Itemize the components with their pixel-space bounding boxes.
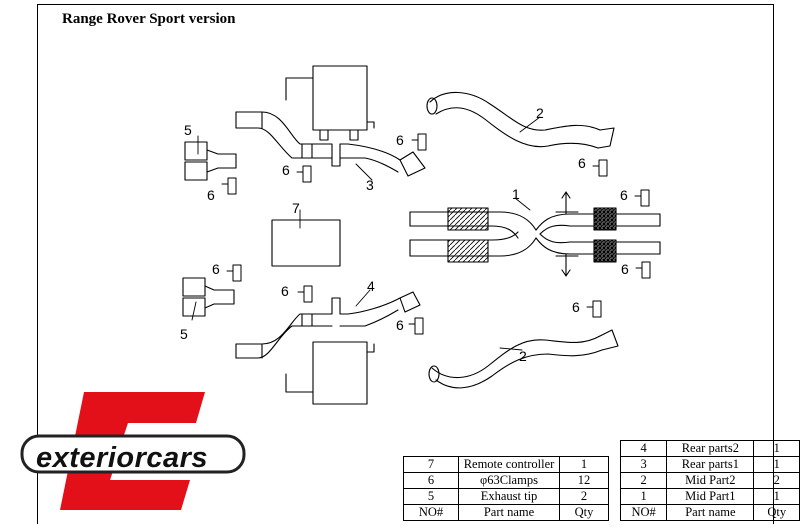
bom-part-name: Rear parts2 [666,440,755,457]
exteriorcars-logo: E [20,0,246,510]
clamp-icon [226,264,242,282]
clamp-icon [296,165,312,183]
table-header-row: NO# Part name Qty [403,504,609,521]
exhaust-tip-lower [182,277,235,317]
bom-header-no: NO# [619,504,668,521]
rear-parts1-assembly [235,65,426,177]
mid-part2-lower [428,329,619,389]
bom-header-no: NO# [403,504,459,521]
callout-7: 7 [292,200,300,216]
logo-letter-mark-text: E [140,0,141,1]
bom-no: 4 [619,440,668,457]
callout-2-lower: 2 [519,348,527,364]
bom-no: 2 [619,472,668,489]
callout-2-upper: 2 [536,105,544,121]
muffler-box-lower [312,341,368,405]
table-header-row: NO# Part name Qty [619,504,800,521]
bom-table-right: 4 Rear parts2 1 3 Rear parts1 1 2 Mid Pa… [619,440,800,521]
callout-numbers: 1 2 2 3 4 5 5 6 6 6 6 6 6 6 6 6 6 7 [180,105,629,364]
mid-part2-upper [426,91,615,149]
clamp-icon [586,300,602,318]
callout-6: 6 [572,299,580,315]
bom-header-name: Part name [458,504,560,521]
callout-5-upper: 5 [184,122,192,138]
callout-6: 6 [212,261,220,277]
callout-1: 1 [512,186,520,202]
bom-header-qty: Qty [559,504,609,521]
mid-part1-assembly [409,191,661,277]
callout-5-lower: 5 [180,326,188,342]
bom-part-name: φ63Clamps [458,472,560,489]
logo-wordmark: exteriorcars [36,442,209,474]
rear-parts2-assembly [235,291,421,405]
callout-3: 3 [366,177,374,193]
bom-qty: 1 [753,456,800,473]
clamp-icon [635,261,651,279]
logo-badge [20,434,246,474]
bom-qty: 2 [753,472,800,489]
bom-header-name: Part name [666,504,755,521]
clamp-icon [221,177,237,195]
bom-qty: 12 [559,472,609,489]
bom-no: 5 [403,488,459,505]
bom-header-qty: Qty [753,504,800,521]
table-row: 2 Mid Part2 2 [619,472,800,489]
callout-6: 6 [282,162,290,178]
bom-no: 3 [619,456,668,473]
bom-table-left: 7 Remote controller 1 6 φ63Clamps 12 5 E… [403,456,609,521]
bom-no: 7 [403,456,459,473]
muffler-box-upper [312,65,368,131]
page-title: Range Rover Sport version [62,11,236,27]
table-row: 1 Mid Part1 1 [619,488,800,505]
callout-4: 4 [367,278,375,294]
exhaust-tip-upper [184,141,237,181]
callout-6: 6 [621,261,629,277]
callout-6: 6 [396,317,404,333]
bom-qty: 2 [559,488,609,505]
clamp-icon [411,133,427,151]
table-row: 3 Rear parts1 1 [619,456,800,473]
clamp-icons [221,133,651,335]
drawing-frame [37,4,774,524]
clamp-icon [634,189,650,207]
bom-no: 6 [403,472,459,489]
bom-part-name: Exhaust tip [458,488,560,505]
callout-6: 6 [207,187,215,203]
callout-6: 6 [620,187,628,203]
bom-part-name: Mid Part2 [666,472,755,489]
clamp-icon [408,317,424,335]
bom-no: 1 [619,488,668,505]
bom-qty: 1 [753,440,800,457]
bom-qty: 1 [753,488,800,505]
bom-part-name: Remote controller [458,456,560,473]
table-row: 6 φ63Clamps 12 [403,472,609,489]
clamp-icon [592,159,608,177]
leader-lines [191,116,541,351]
bom-part-name: Mid Part1 [666,488,755,505]
clamp-icon [297,285,313,303]
callout-6: 6 [578,155,586,171]
table-row: 5 Exhaust tip 2 [403,488,609,505]
bom-qty: 1 [559,456,609,473]
bom-part-name: Rear parts1 [666,456,755,473]
table-row: 4 Rear parts2 1 [619,440,800,457]
callout-6: 6 [281,283,289,299]
table-row: 7 Remote controller 1 [403,456,609,473]
remote-controller-box [271,219,341,267]
valve-cable [285,77,314,101]
callout-6: 6 [396,132,404,148]
